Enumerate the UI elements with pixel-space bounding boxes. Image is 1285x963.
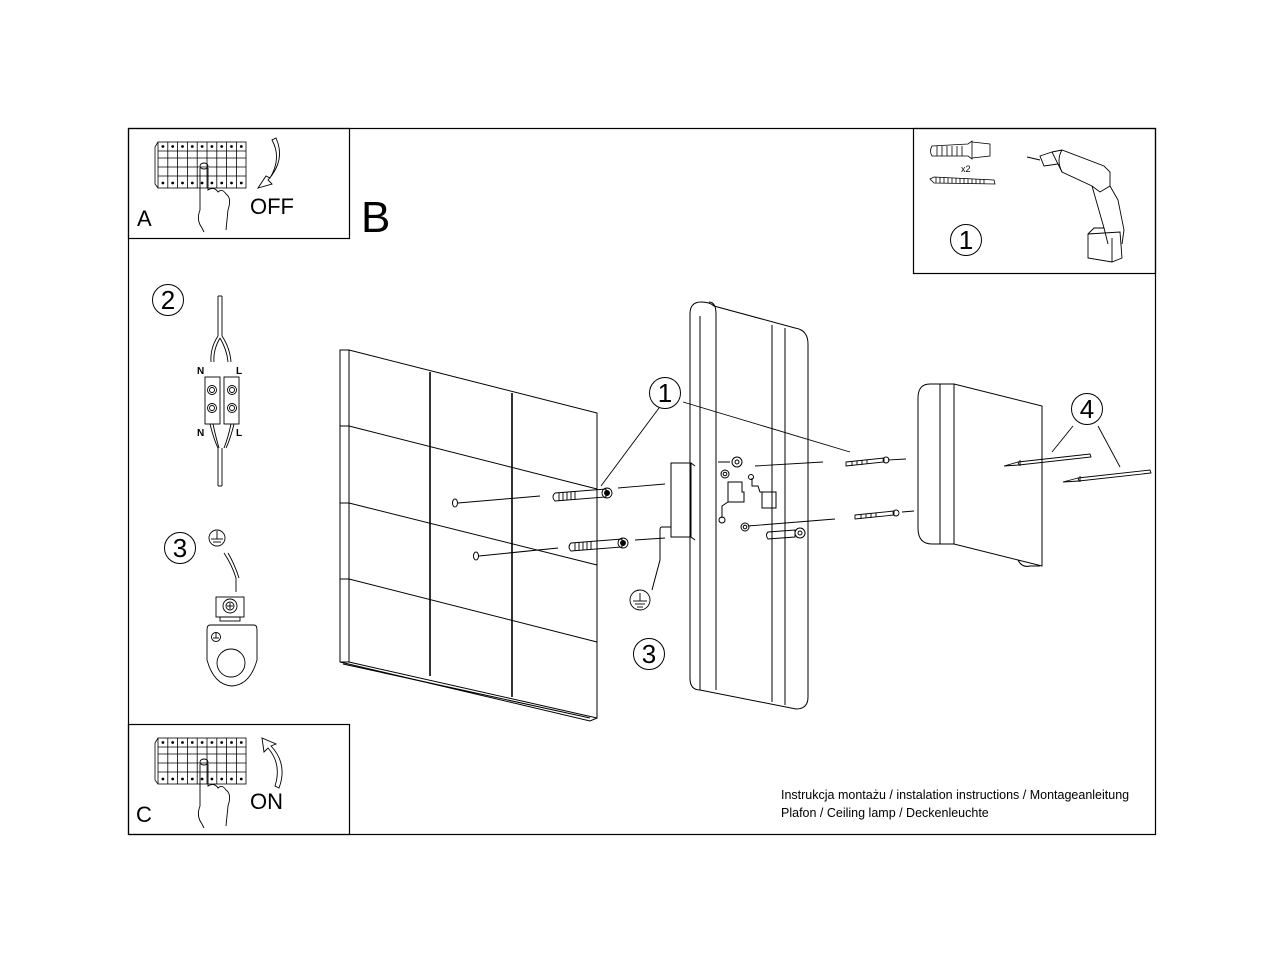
breaker-screw-dot: [220, 145, 224, 148]
tools-box: [912, 127, 1157, 275]
arrow-down-icon: [256, 137, 281, 189]
lamp-cover: [917, 383, 1043, 567]
step-badge-tools: 1: [950, 224, 982, 256]
footer-title-line1: Instrukcja montażu / instalation instruc…: [781, 788, 1130, 802]
breaker-screw-dot: [210, 181, 214, 185]
terminal-n-bottom: N: [197, 428, 205, 439]
breaker-screw-dot: [190, 741, 194, 744]
callout-pins: 4: [1071, 393, 1103, 425]
wall-plug-lower: [568, 537, 629, 552]
step-badge-ground: 3: [164, 532, 196, 564]
terminal-n-top: N: [197, 366, 205, 377]
alignment-lines: [617, 458, 915, 541]
breaker-screw-dot: [230, 145, 233, 148]
breaker-screw-dot: [190, 777, 194, 781]
breaker-screw-dot: [220, 741, 224, 744]
callout-screws: 1: [649, 377, 681, 409]
breaker-screw-dot: [239, 741, 243, 744]
breaker-screw-dot: [210, 777, 214, 781]
drill-icon: [1026, 149, 1125, 263]
quantity-label: x2: [961, 164, 971, 174]
hand-icon-a: [197, 162, 231, 233]
ground-lug-icon: [206, 552, 258, 687]
breaker-screw-dot: [220, 181, 224, 185]
panel-a-box: [127, 127, 351, 240]
outer-frame: [127, 127, 1157, 836]
breaker-screw-dot: [161, 741, 165, 744]
breaker-screw-dot: [161, 145, 165, 148]
wall-plug-icon: [930, 140, 991, 160]
fixing-screw-upper: [845, 456, 890, 467]
breaker-screw-dot: [181, 741, 184, 744]
breaker-screw-dot: [171, 741, 175, 744]
breaker-screw-dot: [239, 777, 243, 781]
breaker-screw-dot: [200, 741, 204, 744]
breaker-panel-icon-c: [154, 737, 247, 785]
breaker-screw-dot: [230, 741, 233, 744]
breaker-screw-dot: [190, 145, 194, 148]
wall-surface: [339, 349, 598, 722]
breaker-screw-dot: [239, 181, 243, 185]
fixing-pin-upper: [1003, 453, 1092, 467]
callout-ground: 3: [633, 638, 665, 670]
breaker-screw-dot: [171, 181, 175, 185]
hand-icon-c: [197, 758, 231, 829]
breaker-panel-icon-a: [154, 141, 247, 189]
wall-plug-upper: [552, 487, 613, 502]
terminal-l-top: L: [236, 366, 243, 377]
breaker-screw-dot: [171, 145, 175, 148]
fixing-screw-lower: [854, 509, 900, 520]
screw-icon: [929, 176, 996, 185]
footer-title-line2: Plafon / Ceiling lamp / Deckenleuchte: [781, 806, 989, 820]
breaker-screw-dot: [200, 181, 204, 185]
terminal-block-icon: [204, 295, 240, 487]
breaker-screw-dot: [181, 181, 184, 185]
on-label: ON: [250, 789, 283, 814]
breaker-screw-dot: [210, 741, 214, 744]
panel-b-letter: B: [361, 193, 391, 242]
panel-c-letter: C: [136, 802, 152, 827]
callout-leaders: [600, 401, 1121, 611]
terminal-l-bottom: L: [236, 428, 243, 439]
fixing-pin-lower: [1062, 469, 1152, 483]
breaker-screw-dot: [220, 777, 224, 781]
breaker-screw-dot: [161, 181, 165, 185]
mounting-plate: [689, 301, 809, 710]
breaker-screw-dot: [230, 777, 233, 781]
ground-symbol-icon: [208, 529, 226, 547]
panel-a-letter: A: [137, 206, 152, 231]
arrow-up-icon: [261, 737, 283, 789]
breaker-screw-dot: [161, 777, 165, 781]
breaker-screw-dot: [230, 181, 233, 185]
breaker-screw-dot: [210, 145, 214, 148]
breaker-screw-dot: [171, 777, 175, 781]
junction-box: [651, 462, 696, 591]
breaker-screw-dot: [200, 145, 204, 148]
breaker-screw-dot: [181, 145, 184, 148]
step-badge-wiring: 2: [152, 284, 184, 316]
breaker-screw-dot: [181, 777, 184, 781]
panel-c-box: [127, 723, 351, 836]
breaker-screw-dot: [239, 145, 243, 148]
off-label: OFF: [250, 194, 294, 219]
breaker-screw-dot: [190, 181, 194, 185]
breaker-screw-dot: [200, 777, 204, 781]
